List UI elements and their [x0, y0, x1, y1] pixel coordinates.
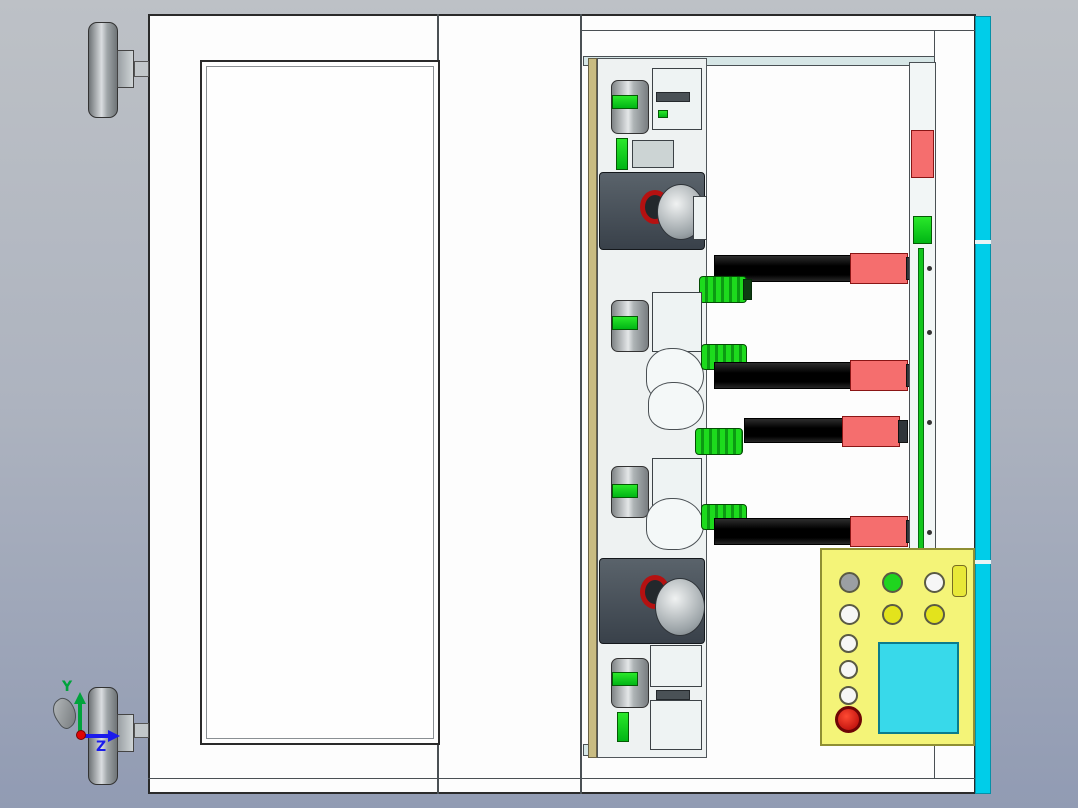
frame-base-line [148, 778, 976, 779]
station2-green-post [616, 138, 628, 170]
side-extrusion-rail[interactable] [975, 16, 991, 794]
door-panel[interactable] [200, 60, 440, 745]
side-extrusion-joint-2 [975, 560, 991, 564]
side-extrusion-joint-1 [975, 240, 991, 244]
z-axis-arrow[interactable] [84, 734, 110, 738]
mount-plate-tan [588, 58, 597, 758]
caster-wheel-top[interactable] [88, 22, 118, 118]
linear-rail-2[interactable] [714, 362, 852, 389]
button-yellow-1[interactable] [882, 604, 903, 625]
hmi-screen[interactable] [878, 642, 959, 734]
drive-cylinder-1[interactable] [699, 276, 747, 303]
origin-dot [76, 730, 86, 740]
linear-rail-4[interactable] [714, 518, 852, 545]
station4-clamp-arm [646, 498, 704, 550]
caster-bracket-top [117, 50, 134, 88]
button-aux-3[interactable] [839, 686, 858, 705]
station3-bracket [652, 292, 702, 352]
station1-detail [656, 92, 690, 102]
station5-bracket [650, 700, 702, 750]
linear-rail-3[interactable] [744, 418, 844, 443]
control-panel[interactable] [820, 548, 975, 746]
mid-clamp-arm [648, 382, 704, 430]
button-aux-1[interactable] [839, 634, 858, 653]
sensor-rail-green-line [918, 248, 924, 560]
rail-carriage-3[interactable] [842, 416, 900, 447]
button-green[interactable] [882, 572, 903, 593]
rotary-clamp-b-dome [655, 578, 705, 636]
z-axis-arrowhead [108, 730, 120, 742]
sensor-rail-red-segment [911, 130, 934, 178]
emergency-stop-button[interactable] [835, 706, 862, 733]
button-gray[interactable] [839, 572, 860, 593]
selector-switch[interactable] [952, 565, 967, 597]
caster-stem-bottom [134, 723, 149, 738]
rail-carriage-2[interactable] [850, 360, 908, 391]
sensor-screw-3 [927, 420, 932, 425]
button-yellow-2[interactable] [924, 604, 945, 625]
orientation-triad: Y Z [47, 679, 140, 760]
station5-green-post [617, 712, 629, 742]
y-axis-arrowhead [74, 692, 86, 704]
button-aux-2[interactable] [839, 660, 858, 679]
station5-detail [656, 690, 690, 700]
sensor-rail-green-block [913, 216, 932, 244]
rotary-clamp-b-bracket [650, 645, 702, 687]
station3-pneumatic-fitting [612, 316, 638, 330]
rail-carriage-1[interactable] [850, 253, 908, 284]
sensor-screw-4 [927, 530, 932, 535]
caster-stem-top [134, 61, 149, 77]
z-axis-label: Z [96, 739, 107, 755]
station4-pneumatic-fitting [612, 484, 638, 498]
button-white-mid[interactable] [839, 604, 860, 625]
sensor-screw-2 [927, 330, 932, 335]
station2-block [632, 140, 674, 168]
station1-pneumatic-fitting [612, 95, 638, 109]
rail-connector-3 [898, 420, 908, 443]
station5-pneumatic-fitting [612, 672, 638, 686]
rotary-clamp-a-arm [693, 196, 707, 240]
frame-top-line [582, 30, 975, 31]
y-axis-label: Y [62, 679, 73, 695]
door-inner-frame [206, 66, 434, 739]
button-white-top[interactable] [924, 572, 945, 593]
sensor-screw-1 [927, 266, 932, 271]
frame-divider-right [580, 14, 582, 794]
station1-green-dot [658, 110, 668, 118]
y-axis-arrow[interactable] [78, 702, 82, 736]
rail-carriage-4[interactable] [850, 516, 908, 547]
top-mount-plate [583, 56, 935, 66]
drive-cylinder-1-cap [743, 279, 752, 300]
drive-cylinder-3[interactable] [695, 428, 743, 455]
